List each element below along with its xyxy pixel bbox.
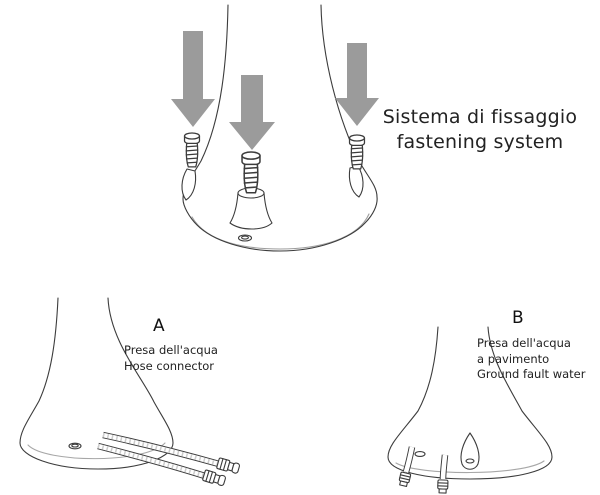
figure-b-caption: Presa dell'acqua a pavimento Ground faul… xyxy=(477,336,585,383)
screw-icon xyxy=(348,134,366,170)
figure-b-label: B xyxy=(512,308,524,328)
caption-line: Hose connector xyxy=(124,358,215,373)
left-fixing-tab xyxy=(181,168,197,201)
ground-water-diagram xyxy=(387,326,553,494)
down-arrow-icon xyxy=(335,43,379,126)
screw-icon xyxy=(241,151,261,194)
base-hole xyxy=(414,451,426,457)
hose-fitting-icon xyxy=(216,457,241,474)
hose-connector-diagram xyxy=(19,297,241,486)
caption-line: Ground fault water xyxy=(477,367,586,381)
hose-fitting-icon xyxy=(398,471,412,488)
column-base-drawing xyxy=(181,4,378,252)
title-italian: Sistema di fissaggio xyxy=(382,106,578,128)
fastening-system-diagram xyxy=(171,4,379,252)
column-base-drawing xyxy=(387,326,553,480)
center-post xyxy=(460,432,480,470)
caption-line: Presa dell'acqua xyxy=(124,343,218,357)
floor-connection-hoses xyxy=(398,446,449,494)
caption-line: Presa dell'acqua xyxy=(477,336,571,350)
figure-a-label: A xyxy=(153,316,165,336)
center-post xyxy=(229,192,273,230)
diagram-title: Sistema di fissaggio fastening system xyxy=(372,105,588,155)
hose-fitting-icon xyxy=(202,469,226,486)
right-fixing-tab xyxy=(348,165,364,198)
down-arrows xyxy=(171,31,379,150)
title-english: fastening system xyxy=(396,131,564,153)
water-hoses xyxy=(97,431,241,486)
down-arrow-icon xyxy=(171,31,215,127)
down-arrow-icon xyxy=(229,75,275,150)
caption-line: a pavimento xyxy=(477,351,550,366)
hose-fitting-icon xyxy=(437,479,449,494)
screw-icon xyxy=(183,132,201,168)
figure-a-caption: Presa dell'acqua Hose connector xyxy=(124,343,218,374)
